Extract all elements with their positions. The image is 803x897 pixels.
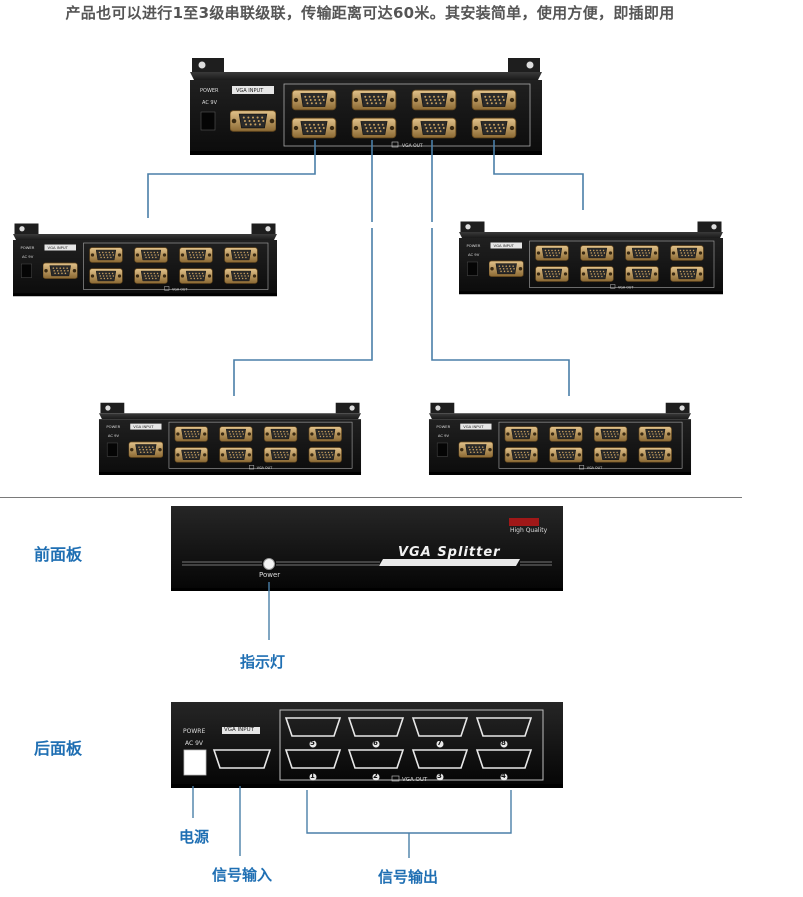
back-output-label: VGA OUT [402, 777, 428, 783]
cascade-cables [147, 140, 584, 396]
port-number-4: 4 [501, 772, 506, 780]
product-name: VGA Splitter [398, 545, 501, 560]
splitter-level3-left [99, 403, 361, 475]
port-number-1: 1 [310, 772, 315, 780]
back-panel [171, 702, 563, 788]
port-number-6: 6 [373, 739, 378, 747]
back-output-ports [284, 717, 533, 769]
power-callout: 电源 [179, 828, 210, 846]
front-panel-label: 前面板 [34, 545, 83, 564]
splitter-source [190, 58, 542, 155]
headline-text: 产品也可以进行1至3级串联级联，传输距离可达60米。其安装简单，使用方便，即插即… [65, 4, 675, 22]
indicator-callout: 指示灯 [240, 653, 286, 671]
back-power-label: POWRE [183, 728, 206, 735]
port-number-7: 7 [437, 739, 442, 747]
output-callout: 信号输出 [378, 868, 439, 886]
splitter-level2-right [459, 222, 723, 295]
back-input-label: VGA INPUT [224, 727, 254, 733]
port-number-8: 8 [501, 739, 506, 747]
back-ac-label: AC 9V [185, 740, 204, 747]
front-panel [171, 506, 563, 591]
back-callout-lines [192, 786, 512, 858]
back-port-dots [309, 740, 508, 781]
port-number-3: 3 [437, 772, 442, 780]
section-divider [0, 497, 742, 498]
splitter-level2-left [13, 224, 277, 297]
power-led-icon [263, 558, 275, 570]
port-number-5: 5 [310, 739, 315, 747]
back-panel-label: 后面板 [34, 739, 83, 758]
brand-tag-text: High Quality [510, 527, 548, 534]
monitor-icon [391, 775, 400, 782]
power-text: Power [259, 571, 281, 579]
input-callout: 信号输入 [212, 866, 273, 884]
splitter-level3-right [429, 403, 691, 475]
port-number-2: 2 [373, 772, 378, 780]
